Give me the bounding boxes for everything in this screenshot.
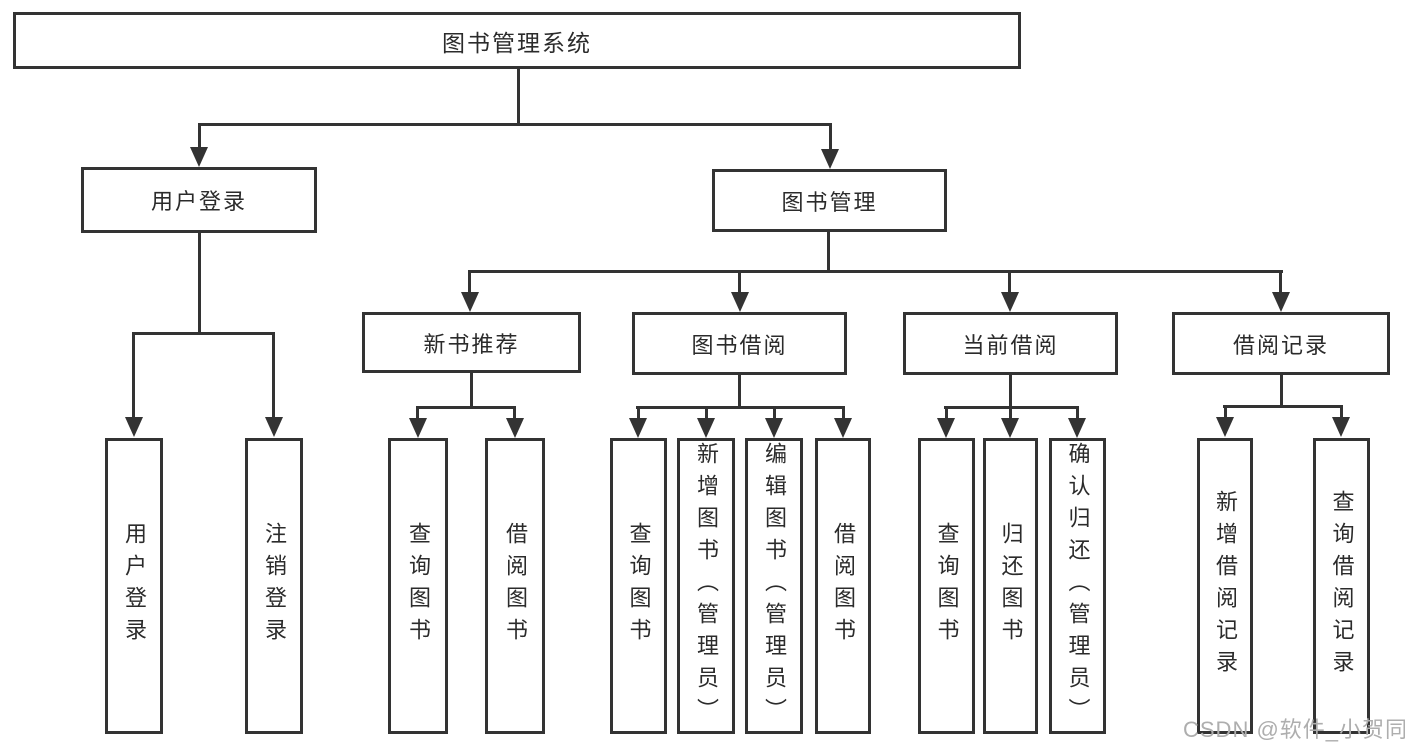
- connector-line: [272, 332, 275, 419]
- node-book-management: 图书管理: [712, 169, 947, 232]
- arrowhead-down-icon: [821, 149, 839, 169]
- connector-line: [132, 332, 135, 419]
- connector-line: [1076, 406, 1079, 420]
- node-borrowing-records: 借阅记录: [1172, 312, 1390, 375]
- arrowhead-down-icon: [697, 418, 715, 438]
- connector-line: [637, 406, 640, 420]
- node-new-book-recommend: 新书推荐: [362, 312, 581, 373]
- connector-line: [945, 406, 948, 420]
- arrowhead-down-icon: [190, 147, 208, 167]
- leaf-query-books-current: 查询图书: [918, 438, 975, 734]
- leaf-return-books-label: 归还图书: [998, 522, 1024, 650]
- connector-line: [198, 233, 201, 335]
- node-book-management-label: 图书管理: [781, 189, 878, 215]
- connector-line: [738, 375, 741, 409]
- connector-line: [517, 68, 520, 125]
- connector-line: [132, 332, 275, 335]
- connector-line: [1009, 406, 1012, 420]
- leaf-borrow-books-recommend: 借阅图书: [485, 438, 545, 734]
- leaf-add-books-admin: 新增图书（管理员）: [677, 438, 735, 734]
- leaf-query-borrow-record: 查询借阅记录: [1313, 438, 1370, 734]
- arrowhead-down-icon: [937, 418, 955, 438]
- arrowhead-down-icon: [1272, 292, 1290, 312]
- connector-line: [1224, 405, 1227, 419]
- connector-line: [705, 406, 708, 420]
- arrowhead-down-icon: [1001, 292, 1019, 312]
- arrowhead-down-icon: [765, 418, 783, 438]
- leaf-query-books-recommend-label: 查询图书: [406, 522, 431, 650]
- node-user-login-label: 用户登录: [150, 189, 247, 214]
- connector-line: [468, 270, 471, 294]
- node-current-borrowing-label: 当前借阅: [962, 332, 1059, 358]
- connector-line: [1280, 375, 1283, 408]
- leaf-user-login-label: 用户登录: [122, 522, 147, 650]
- node-root: 图书管理系统: [13, 12, 1021, 69]
- leaf-add-books-admin-label: 新增图书（管理员）: [694, 442, 719, 730]
- leaf-confirm-return-admin-label: 确认归还（管理员）: [1065, 442, 1091, 730]
- connector-line: [1223, 405, 1343, 408]
- node-book-borrowing-label: 图书借阅: [691, 332, 788, 358]
- connector-line: [738, 270, 741, 294]
- node-new-book-recommend-label: 新书推荐: [423, 331, 520, 357]
- connector-line: [1340, 405, 1343, 419]
- connector-line: [1008, 270, 1011, 294]
- leaf-query-books-current-label: 查询图书: [934, 522, 960, 650]
- connector-line: [773, 406, 776, 420]
- leaf-borrow-books-borrowing-label: 借阅图书: [831, 522, 856, 650]
- arrowhead-down-icon: [1216, 417, 1234, 437]
- arrowhead-down-icon: [409, 418, 427, 438]
- arrowhead-down-icon: [1068, 418, 1086, 438]
- leaf-confirm-return-admin: 确认归还（管理员）: [1049, 438, 1106, 734]
- connector-line: [829, 123, 832, 152]
- arrowhead-down-icon: [629, 418, 647, 438]
- connector-line: [827, 232, 830, 273]
- node-user-login: 用户登录: [81, 167, 317, 233]
- connector-line: [198, 123, 201, 150]
- leaf-borrow-books-recommend-label: 借阅图书: [503, 522, 528, 650]
- arrowhead-down-icon: [1001, 418, 1019, 438]
- connector-line: [842, 406, 845, 420]
- connector-line: [513, 406, 516, 420]
- arrowhead-down-icon: [125, 417, 143, 437]
- connector-line: [470, 373, 473, 409]
- connector-line: [1279, 270, 1282, 294]
- connector-line: [416, 406, 516, 409]
- node-book-borrowing: 图书借阅: [632, 312, 847, 375]
- watermark: CSDN @软件_小贺同学: [1183, 717, 1405, 742]
- leaf-logout: 注销登录: [245, 438, 303, 734]
- arrowhead-down-icon: [834, 418, 852, 438]
- connector-line: [198, 123, 832, 126]
- leaf-user-login: 用户登录: [105, 438, 163, 734]
- leaf-query-books-borrowing-label: 查询图书: [626, 522, 652, 650]
- leaf-edit-books-admin: 编辑图书（管理员）: [745, 438, 803, 734]
- node-borrowing-records-label: 借阅记录: [1232, 332, 1329, 358]
- node-root-label: 图书管理系统: [442, 29, 592, 56]
- connector-line: [416, 406, 419, 420]
- node-current-borrowing: 当前借阅: [903, 312, 1118, 375]
- leaf-edit-books-admin-label: 编辑图书（管理员）: [762, 442, 787, 730]
- arrowhead-down-icon: [461, 292, 479, 312]
- connector-line: [636, 406, 845, 409]
- arrowhead-down-icon: [1332, 417, 1350, 437]
- arrowhead-down-icon: [731, 292, 749, 312]
- connector-line: [1009, 375, 1012, 409]
- leaf-add-borrow-record: 新增借阅记录: [1197, 438, 1253, 734]
- leaf-query-books-borrowing: 查询图书: [610, 438, 667, 734]
- leaf-query-borrow-record-label: 查询借阅记录: [1329, 490, 1355, 682]
- leaf-return-books: 归还图书: [983, 438, 1038, 734]
- leaf-borrow-books-borrowing: 借阅图书: [815, 438, 871, 734]
- connector-line: [468, 270, 1283, 273]
- arrowhead-down-icon: [265, 417, 283, 437]
- leaf-add-borrow-record-label: 新增借阅记录: [1213, 490, 1238, 682]
- leaf-query-books-recommend: 查询图书: [388, 438, 448, 734]
- leaf-logout-label: 注销登录: [262, 522, 287, 650]
- arrowhead-down-icon: [506, 418, 524, 438]
